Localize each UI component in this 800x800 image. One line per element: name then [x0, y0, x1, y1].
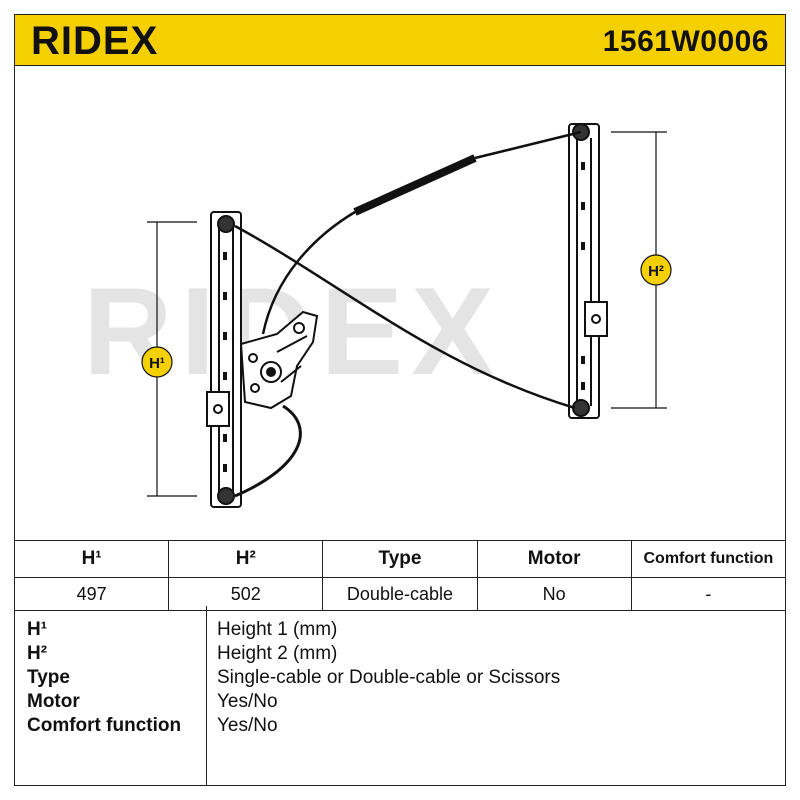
legend-divider	[206, 606, 207, 785]
legend-row: Comfort function Yes/No	[15, 714, 787, 738]
header-type: Type	[322, 540, 478, 578]
legend-row: H¹ Height 1 (mm)	[15, 618, 787, 642]
cables	[234, 130, 582, 498]
legend-key: H²	[27, 643, 48, 664]
specs-header-row: H¹ H² Type Motor Comfort function	[13, 540, 787, 578]
part-number: 1561W0006	[602, 25, 769, 58]
legend-value: Height 2 (mm)	[217, 643, 338, 664]
legend-key: Type	[27, 667, 70, 688]
ridex-logo: RIDEX	[31, 19, 203, 64]
left-rail	[206, 211, 242, 508]
specs-table: H¹ H² Type Motor Comfort function 497 50…	[13, 540, 787, 611]
header-h2: H²	[168, 540, 324, 578]
legend-box: H¹ Height 1 (mm) H² Height 2 (mm) Type S…	[14, 606, 786, 786]
value-type: Double-cable	[322, 577, 478, 611]
legend-row: H² Height 2 (mm)	[15, 642, 787, 666]
value-comfort: -	[630, 577, 787, 611]
drive-bracket	[239, 310, 319, 410]
technical-drawing: RIDEX	[14, 66, 786, 540]
value-motor: No	[476, 577, 632, 611]
h2-label: H²	[648, 263, 664, 280]
h1-badge: H¹	[141, 346, 173, 378]
header-bar: RIDEX 1561W0006	[14, 14, 786, 66]
header-h1: H¹	[13, 540, 170, 578]
logo-text: RIDEX	[31, 23, 158, 59]
specs-value-row: 497 502 Double-cable No -	[13, 577, 787, 611]
right-rail	[568, 123, 608, 419]
header-motor: Motor	[476, 540, 632, 578]
legend-key: H¹	[27, 619, 48, 640]
legend-key: Comfort function	[27, 715, 182, 736]
legend-value: Single-cable or Double-cable or Scissors	[217, 667, 561, 688]
value-h2: 502	[168, 577, 324, 611]
header-comfort: Comfort function	[630, 540, 787, 578]
legend-row: Type Single-cable or Double-cable or Sci…	[15, 666, 787, 690]
legend-key: Motor	[27, 691, 80, 712]
legend-row: Motor Yes/No	[15, 690, 787, 714]
legend-value: Height 1 (mm)	[217, 619, 338, 640]
left-rail-slots	[223, 252, 227, 472]
legend-value: Yes/No	[217, 691, 278, 712]
value-h1: 497	[13, 577, 170, 611]
right-rail-slots	[581, 162, 585, 390]
legend-value: Yes/No	[217, 715, 278, 736]
h1-label: H¹	[149, 355, 165, 372]
h2-badge: H²	[640, 254, 672, 286]
